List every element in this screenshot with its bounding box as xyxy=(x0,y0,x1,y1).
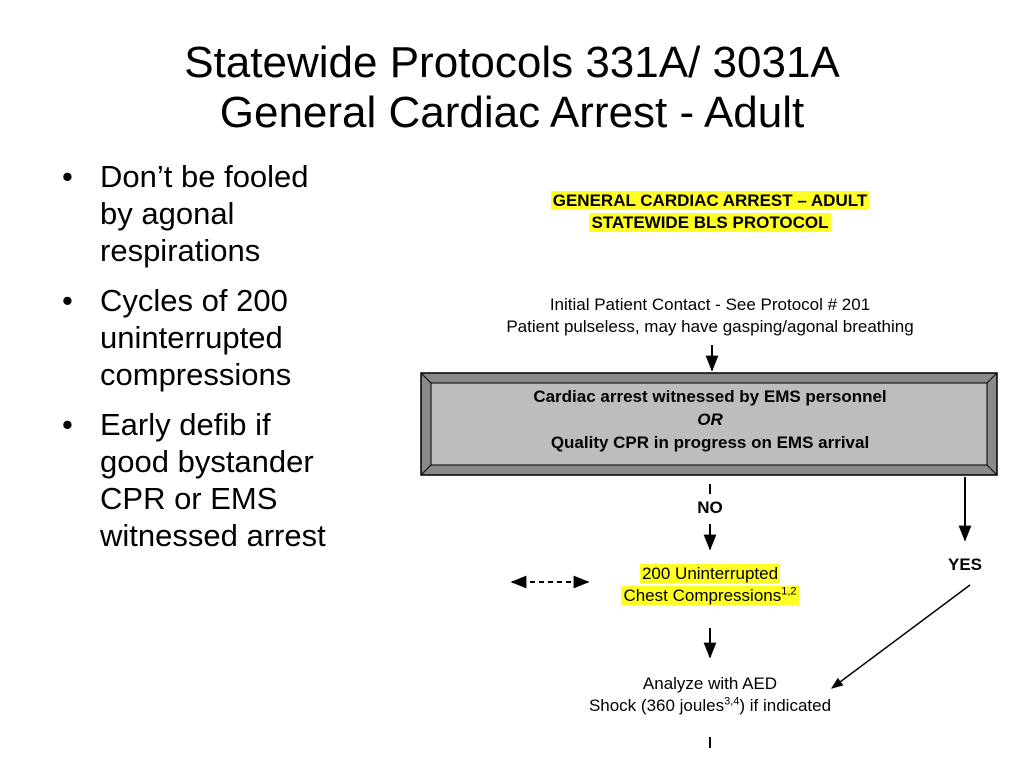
bullet-line: Early defib if xyxy=(100,407,271,442)
analyze-line-1: Analyze with AED xyxy=(642,674,778,693)
bullet-line: compressions xyxy=(100,357,292,392)
bullet-item: Cycles of 200 uninterrupted compressions xyxy=(58,282,408,393)
compressions-step: 200 Uninterrupted Chest Compressions1,2 xyxy=(590,563,830,607)
yes-label: YES xyxy=(947,555,983,574)
box-or: OR xyxy=(697,410,723,429)
bullet-line: by agonal xyxy=(100,196,235,231)
compressions-line-2: Chest Compressions xyxy=(623,586,782,605)
compressions-footnote: 1,2 xyxy=(781,585,797,598)
slide-title: Statewide Protocols 331A/ 3031A General … xyxy=(0,38,1024,138)
flowchart-header: GENERAL CARDIAC ARREST – ADULT STATEWIDE… xyxy=(510,190,910,234)
bullet-list: Don’t be fooled by agonal respirations C… xyxy=(58,158,408,567)
bullet-line: Don’t be fooled xyxy=(100,159,309,194)
header-line-1: GENERAL CARDIAC ARREST – ADULT xyxy=(550,191,870,210)
title-line-2: General Cardiac Arrest - Adult xyxy=(219,88,805,137)
contact-line-2: Patient pulseless, may have gasping/agon… xyxy=(506,317,914,336)
analyze-line-2-pre: Shock (360 joules xyxy=(588,696,725,715)
bullet-item: Early defib if good bystander CPR or EMS… xyxy=(58,406,408,554)
arrow-diagonal xyxy=(831,584,971,689)
header-line-2: STATEWIDE BLS PROTOCOL xyxy=(589,213,831,232)
analyze-step: Analyze with AED Shock (360 joules3,4) i… xyxy=(530,673,890,717)
analyze-line-2-post: ) if indicated xyxy=(739,696,832,715)
initial-contact-step: Initial Patient Contact - See Protocol #… xyxy=(430,294,990,338)
bullet-line: witnessed arrest xyxy=(100,518,326,553)
decision-box xyxy=(420,372,998,476)
contact-line-1: Initial Patient Contact - See Protocol #… xyxy=(549,295,871,314)
no-label: NO xyxy=(697,498,723,517)
compressions-line-1: 200 Uninterrupted xyxy=(639,564,781,583)
bullet-line: uninterrupted xyxy=(100,320,283,355)
bullet-line: respirations xyxy=(100,233,261,268)
title-line-1: Statewide Protocols 331A/ 3031A xyxy=(184,38,840,87)
analyze-footnote: 3,4 xyxy=(724,695,740,708)
box-line-2: Quality CPR in progress on EMS arrival xyxy=(550,433,870,452)
analyze-line-2: Shock (360 joules3,4) if indicated xyxy=(530,695,890,717)
bullet-line: CPR or EMS xyxy=(100,481,278,516)
box-line-1: Cardiac arrest witnessed by EMS personne… xyxy=(533,387,887,406)
bullet-line: good bystander xyxy=(100,444,314,479)
decision-box-text: Cardiac arrest witnessed by EMS personne… xyxy=(440,385,980,454)
compressions-line-2-wrap: Chest Compressions1,2 xyxy=(621,585,799,605)
bullet-line: Cycles of 200 xyxy=(100,283,288,318)
bullet-item: Don’t be fooled by agonal respirations xyxy=(58,158,408,269)
